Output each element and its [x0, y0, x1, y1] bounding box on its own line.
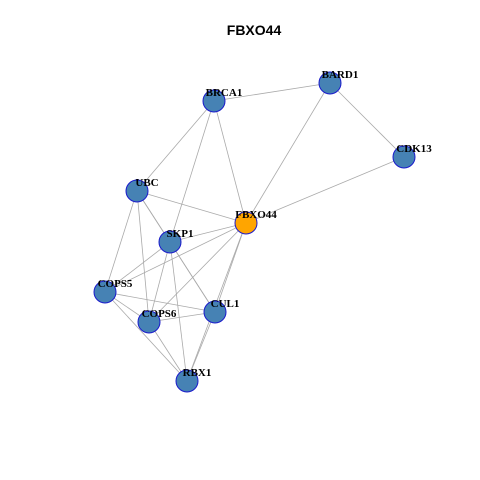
- edge-fbxo44-cops6: [148, 222, 247, 323]
- node-skp1: SKP1: [158, 228, 194, 254]
- node-brca1: BRCA1: [202, 87, 243, 113]
- edge-bard1-fbxo44: [245, 82, 331, 224]
- edge-brca1-ubc: [136, 100, 215, 192]
- node-label-cdk13: CDK13: [396, 143, 432, 155]
- node-circle-cops5: [93, 280, 117, 304]
- node-circle-bard1: [318, 71, 342, 95]
- node-ubc: UBC: [125, 177, 159, 203]
- node-label-fbxo44: FBXO44: [235, 209, 277, 221]
- node-cul1: CUL1: [203, 298, 240, 324]
- node-bard1: BARD1: [318, 69, 359, 95]
- edge-fbxo44-cops5: [104, 222, 247, 293]
- node-circle-cul1: [203, 300, 227, 324]
- edge-brca1-fbxo44: [213, 100, 247, 224]
- node-label-cops5: COPS5: [98, 278, 133, 290]
- node-cops6: COPS6: [137, 308, 177, 334]
- node-cops5: COPS5: [93, 278, 133, 304]
- node-rbx1: RBX1: [175, 367, 212, 393]
- edge-skp1-cul1: [169, 241, 216, 313]
- node-circle-rbx1: [175, 369, 199, 393]
- edge-cul1-rbx1: [186, 311, 216, 382]
- node-label-cul1: CUL1: [211, 298, 240, 310]
- edge-skp1-rbx1: [169, 241, 188, 382]
- node-circle-cops6: [137, 310, 161, 334]
- node-circle-cdk13: [392, 145, 416, 169]
- edge-skp1-cops6: [148, 241, 171, 323]
- edge-brca1-bard1: [213, 82, 331, 102]
- edge-cops5-cul1: [104, 291, 216, 313]
- edge-ubc-cops5: [104, 190, 138, 293]
- node-label-ubc: UBC: [135, 177, 158, 189]
- node-label-skp1: SKP1: [167, 228, 194, 240]
- node-circle-fbxo44: [234, 211, 258, 235]
- node-label-rbx1: RBX1: [183, 367, 212, 379]
- edge-cops6-rbx1: [148, 321, 188, 382]
- edge-skp1-cops5: [104, 241, 171, 293]
- node-circle-brca1: [202, 89, 226, 113]
- graph-title: FBXO44: [227, 22, 282, 38]
- edge-ubc-cops6: [136, 190, 150, 323]
- node-circle-skp1: [158, 230, 182, 254]
- edge-brca1-skp1: [169, 100, 215, 243]
- node-label-brca1: BRCA1: [206, 87, 243, 99]
- node-label-cops6: COPS6: [142, 308, 177, 320]
- edge-skp1-fbxo44: [169, 222, 247, 243]
- node-label-bard1: BARD1: [322, 69, 359, 81]
- node-circle-ubc: [125, 179, 149, 203]
- edges-layer: [104, 82, 405, 382]
- edge-ubc-fbxo44: [136, 190, 247, 224]
- edge-cdk13-fbxo44: [245, 156, 405, 224]
- edge-cops5-rbx1: [104, 291, 188, 382]
- edge-bard1-cdk13: [329, 82, 405, 158]
- node-fbxo44: FBXO44: [234, 209, 277, 235]
- node-cdk13: CDK13: [392, 143, 432, 169]
